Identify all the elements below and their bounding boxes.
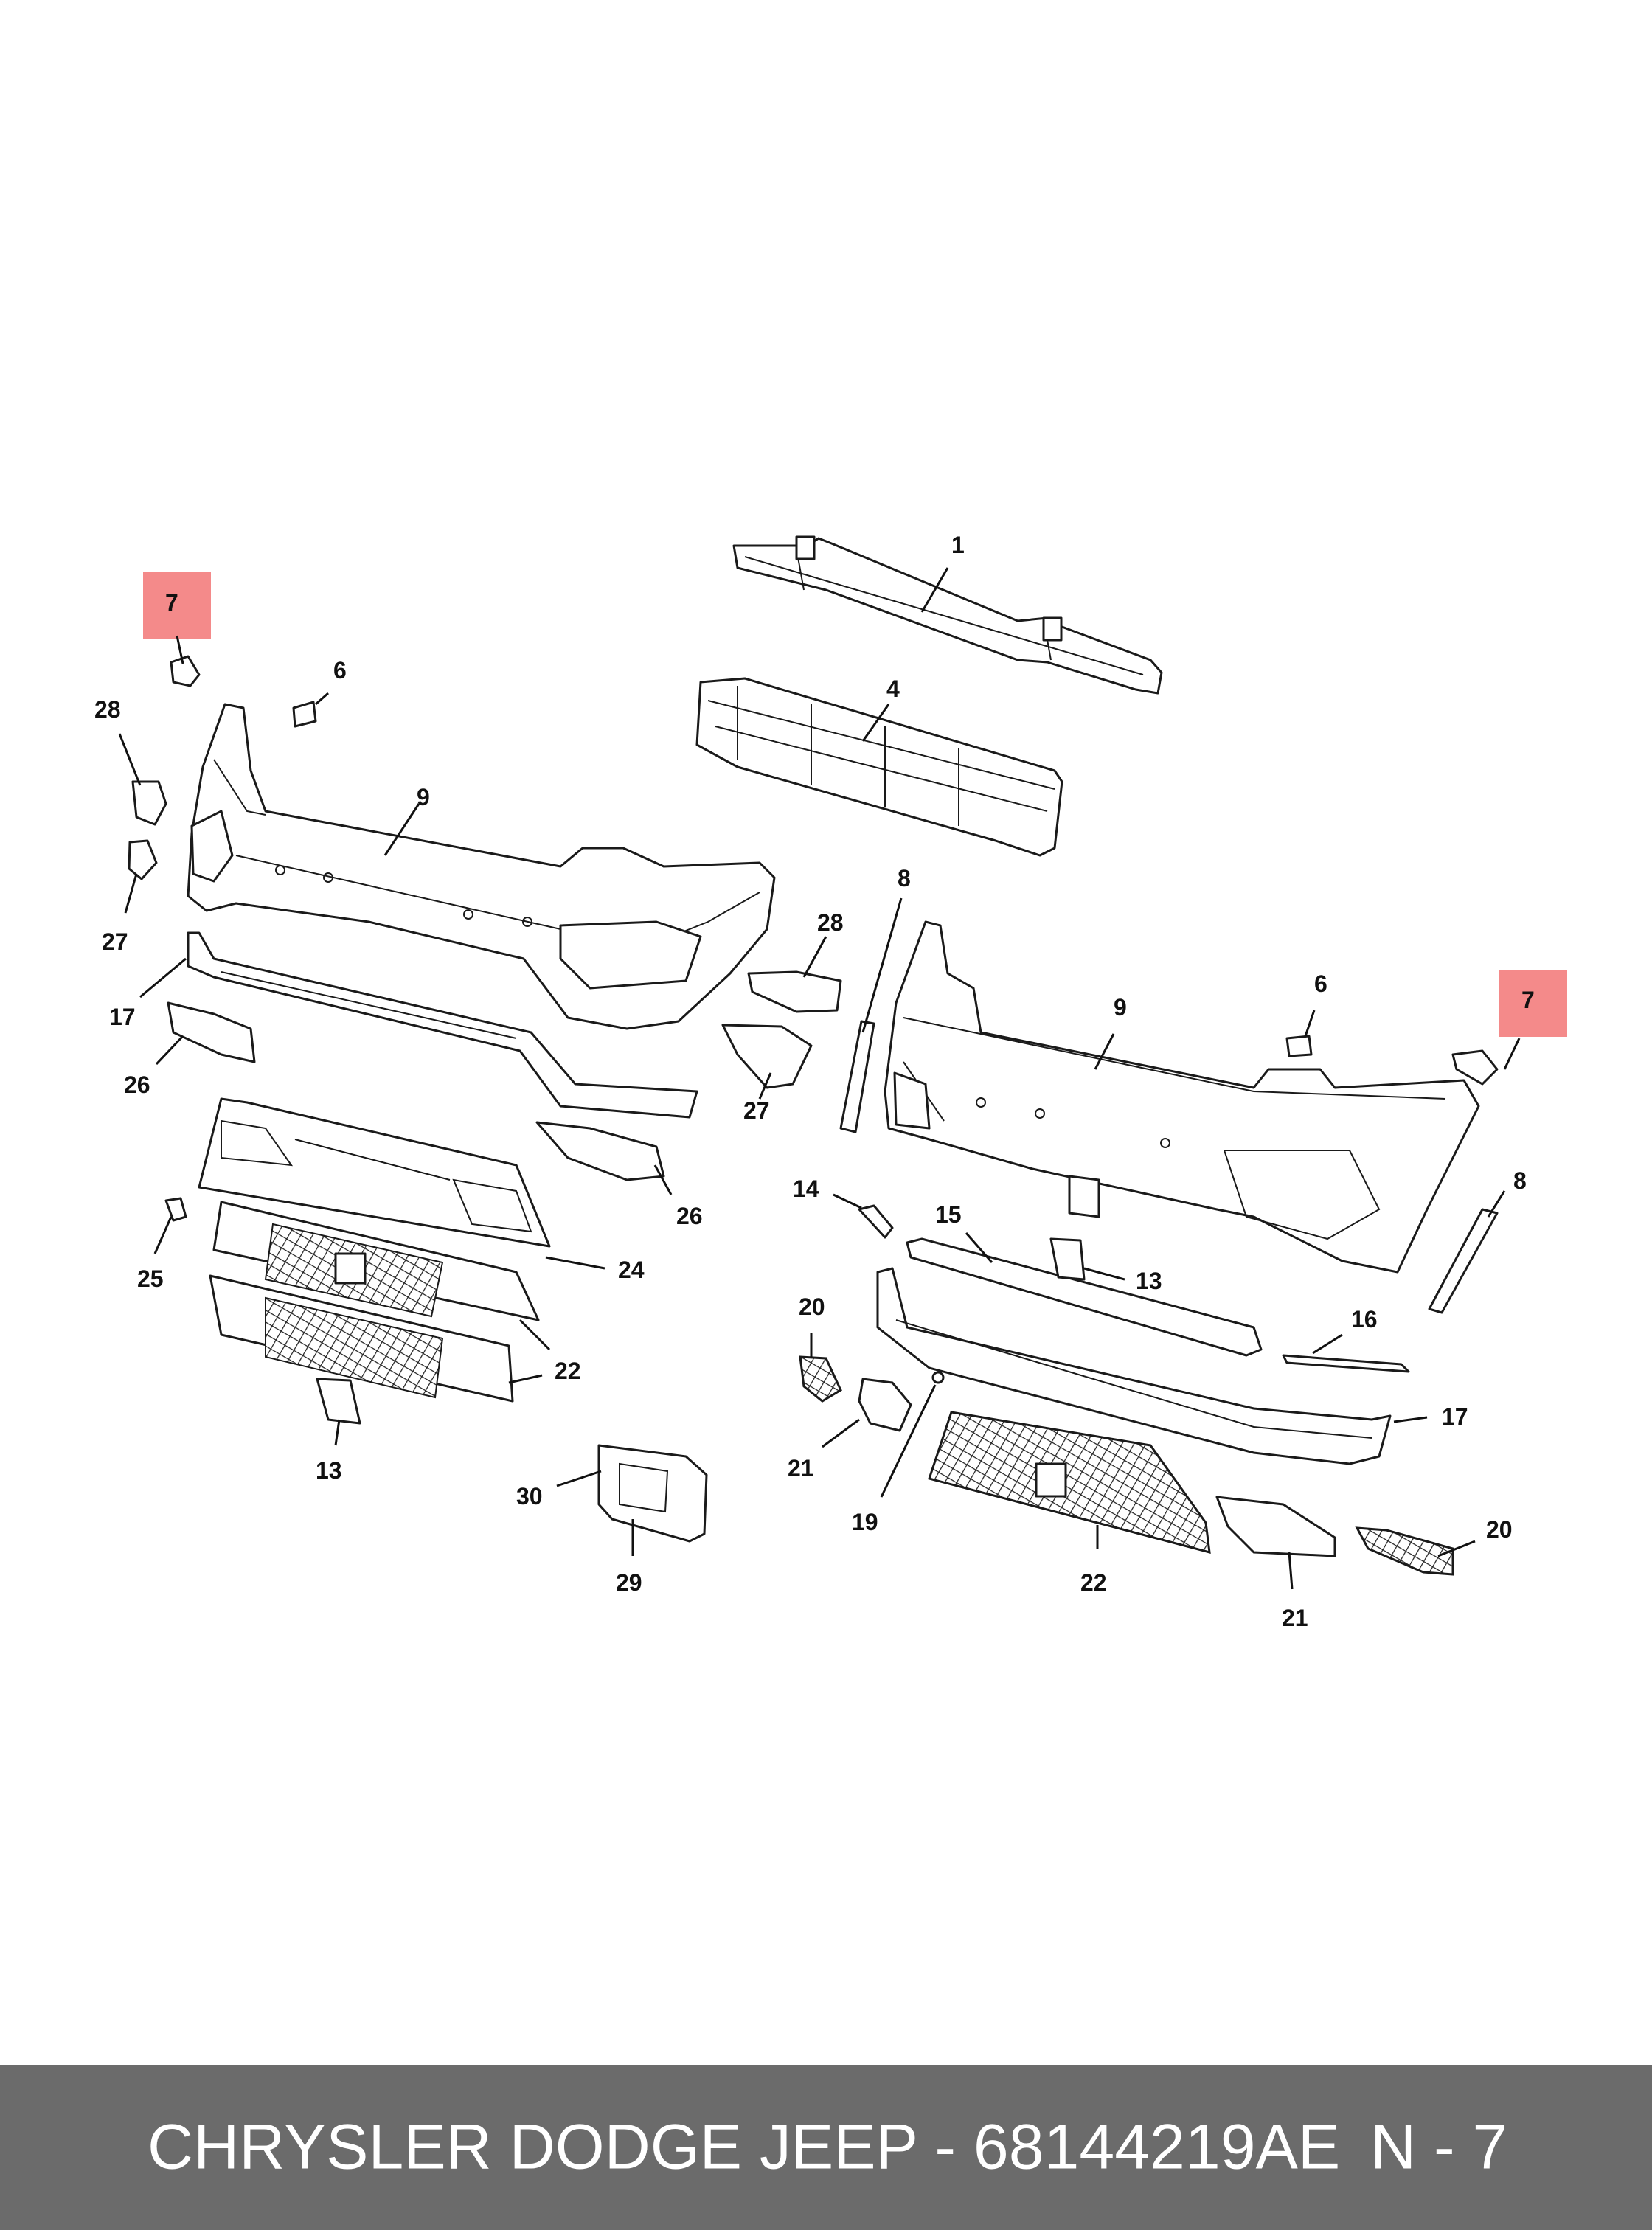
part-15-strip bbox=[906, 1237, 1263, 1357]
part-1-reinforcement bbox=[732, 535, 1163, 695]
callout-29: 29 bbox=[616, 1569, 642, 1596]
part-13-bezel-left bbox=[316, 1378, 361, 1425]
part-26-trim-left bbox=[167, 1001, 256, 1063]
callout-4: 4 bbox=[886, 675, 900, 702]
callout-20-mid: 20 bbox=[799, 1293, 825, 1320]
part-27-bracket-mid bbox=[721, 1024, 813, 1089]
callout-13-left: 13 bbox=[316, 1457, 342, 1484]
part-9-fascia-left bbox=[187, 703, 776, 1030]
callout-28-mid: 28 bbox=[817, 909, 844, 936]
part-8-bracket-right bbox=[1428, 1208, 1499, 1314]
callout-26-left: 26 bbox=[124, 1071, 150, 1098]
callout-7-right: 7 bbox=[1521, 987, 1535, 1013]
callout-14: 14 bbox=[793, 1175, 819, 1202]
part-29-plate-bracket bbox=[597, 1444, 708, 1543]
part-22-grille-right bbox=[928, 1411, 1211, 1555]
callout-26-mid: 26 bbox=[676, 1203, 703, 1229]
part-20-insert-right bbox=[1355, 1526, 1454, 1576]
part-9-fascia-right bbox=[884, 920, 1480, 1274]
part-22-grille-left-upper bbox=[212, 1201, 540, 1321]
part-22-grille-left-lower bbox=[209, 1274, 514, 1403]
part-4-absorber bbox=[695, 677, 1063, 857]
part-24-grille-surround bbox=[198, 1097, 551, 1248]
footer-code: N - 7 bbox=[1370, 2111, 1508, 2183]
part-21-bezel-mid bbox=[858, 1378, 912, 1432]
callout-22-right: 22 bbox=[1080, 1569, 1107, 1596]
part-27-bracket-left bbox=[128, 839, 158, 880]
footer-bar: CHRYSLER DODGE JEEP - 68144219AE N - 7 bbox=[0, 2065, 1652, 2230]
callout-21-mid: 21 bbox=[788, 1455, 814, 1482]
callout-24: 24 bbox=[618, 1257, 645, 1283]
callout-19: 19 bbox=[852, 1509, 878, 1535]
part-28-bezel-left bbox=[131, 780, 167, 826]
part-19-clip bbox=[931, 1371, 945, 1384]
highlight-box-7-right bbox=[1499, 970, 1567, 1037]
parts-diagram: 1 4 6 7 28 9 27 17 26 28 8 27 26 24 25 2… bbox=[94, 532, 1567, 1631]
callout-16: 16 bbox=[1351, 1306, 1378, 1333]
part-20-insert-mid bbox=[799, 1355, 842, 1403]
part-8-bracket-mid bbox=[839, 1020, 875, 1133]
callout-30: 30 bbox=[516, 1483, 543, 1510]
callout-8-right: 8 bbox=[1513, 1167, 1527, 1194]
part-7-bracket-left bbox=[170, 655, 201, 687]
callout-27-mid: 27 bbox=[743, 1097, 770, 1124]
callout-17-right: 17 bbox=[1442, 1403, 1468, 1430]
part-14-molding bbox=[858, 1204, 894, 1239]
callout-7-left: 7 bbox=[165, 589, 178, 616]
callout-17-left: 17 bbox=[109, 1004, 136, 1030]
callout-27-left: 27 bbox=[102, 928, 128, 955]
part-16-strip bbox=[1282, 1354, 1410, 1373]
callout-21-right: 21 bbox=[1282, 1605, 1308, 1631]
callout-6-left: 6 bbox=[333, 657, 347, 684]
part-21-bezel-right bbox=[1215, 1496, 1336, 1557]
part-17-lip-left bbox=[187, 931, 698, 1119]
callout-9-left: 9 bbox=[417, 784, 430, 810]
part-7-bracket-right bbox=[1451, 1049, 1499, 1086]
part-26-trim-left-b bbox=[535, 1121, 665, 1181]
highlight-box-7-left bbox=[143, 572, 211, 639]
callout-6-right: 6 bbox=[1314, 970, 1328, 997]
part-17-lip-right bbox=[876, 1267, 1392, 1465]
callout-22-left: 22 bbox=[555, 1358, 581, 1384]
callout-25: 25 bbox=[137, 1265, 164, 1292]
part-25-clip bbox=[164, 1197, 187, 1222]
part-6-cap-right bbox=[1285, 1035, 1313, 1057]
part-13-bezel-right bbox=[1049, 1237, 1086, 1281]
callout-28-left: 28 bbox=[94, 696, 121, 723]
callout-8-mid: 8 bbox=[898, 865, 911, 892]
part-28-bezel-mid bbox=[747, 970, 842, 1013]
callout-15: 15 bbox=[935, 1201, 962, 1228]
footer-title: CHRYSLER DODGE JEEP - 68144219AE bbox=[148, 2111, 1341, 2183]
callout-1: 1 bbox=[951, 532, 965, 558]
callout-9-right: 9 bbox=[1114, 994, 1127, 1021]
part-6-cap-left bbox=[292, 701, 317, 728]
callout-20-right: 20 bbox=[1486, 1516, 1513, 1543]
callout-13-right: 13 bbox=[1136, 1268, 1162, 1294]
